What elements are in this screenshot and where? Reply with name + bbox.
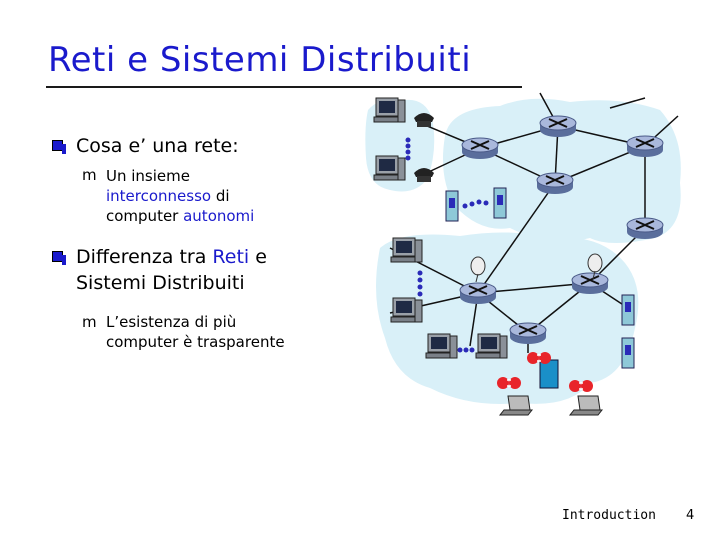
router-icon <box>626 217 664 240</box>
slide-title: Reti e Sistemi Distribuiti <box>48 40 472 80</box>
router-icon <box>509 322 547 345</box>
router-icon <box>626 135 664 158</box>
server-icon <box>445 190 459 222</box>
bullet-m-icon: m <box>82 313 97 331</box>
server-icon <box>621 294 635 326</box>
bullet-2-line-1: Differenza tra Reti e <box>76 244 376 270</box>
bullet-1-text: Cosa e’ una rete: <box>76 135 239 157</box>
pc-icon <box>475 333 508 359</box>
bullet-2-line-2: Sistemi Distribuiti <box>76 272 245 294</box>
bullet-q-icon <box>52 251 66 265</box>
highlight-interconnesso: interconnesso <box>106 187 212 205</box>
access-point-box <box>539 359 559 389</box>
sub-1-line-2: interconnesso di <box>106 186 326 206</box>
server-link-dots <box>462 199 489 209</box>
bullet-1: Cosa e’ una rete: <box>76 134 239 158</box>
router-icon <box>536 172 574 195</box>
pc-icon <box>425 333 458 359</box>
pc-icon <box>373 155 406 181</box>
lan-dots <box>457 347 475 353</box>
router-icon <box>459 282 497 305</box>
sub-1-line-3-start: computer <box>106 207 184 225</box>
server-icon <box>621 337 635 369</box>
highlight-reti: Reti <box>212 246 250 268</box>
router-icon <box>539 115 577 138</box>
sub-1-line-1: Un insieme <box>106 167 190 185</box>
sub-2-line-1: L’esistenza di più <box>106 313 237 331</box>
router-icon <box>461 137 499 160</box>
laptop-icon <box>569 395 603 416</box>
bullet-1-sub: Un insieme interconnesso di computer aut… <box>106 166 326 226</box>
pc-icon <box>390 297 423 323</box>
bullet-2-line-1-start: Differenza tra <box>76 246 213 268</box>
lan-dots <box>417 270 423 297</box>
sub-2-line-2: computer è trasparente <box>106 333 285 351</box>
server-icon <box>493 187 507 219</box>
page-number: 4 <box>686 508 695 523</box>
bullet-q-icon <box>52 140 66 154</box>
bullet-2-sub: L’esistenza di più computer è trasparent… <box>106 312 356 352</box>
sub-1-line-3: computer autonomi <box>106 206 326 226</box>
network-diagram <box>365 92 681 416</box>
footer-section: Introduction <box>562 508 656 523</box>
bullet-m-icon: m <box>82 166 97 184</box>
pc-icon <box>373 97 406 123</box>
title-underline <box>46 86 522 88</box>
router-icon <box>571 272 609 295</box>
bullet-2-line-1-end: e <box>249 246 267 268</box>
enterprise-cloud <box>376 232 639 404</box>
sub-1-line-2-rest: di <box>211 187 230 205</box>
pc-icon <box>390 237 423 263</box>
modem-dots <box>405 137 411 161</box>
highlight-autonomi: autonomi <box>183 207 255 225</box>
bullet-2: Differenza tra Reti e Sistemi Distribuit… <box>76 244 376 296</box>
